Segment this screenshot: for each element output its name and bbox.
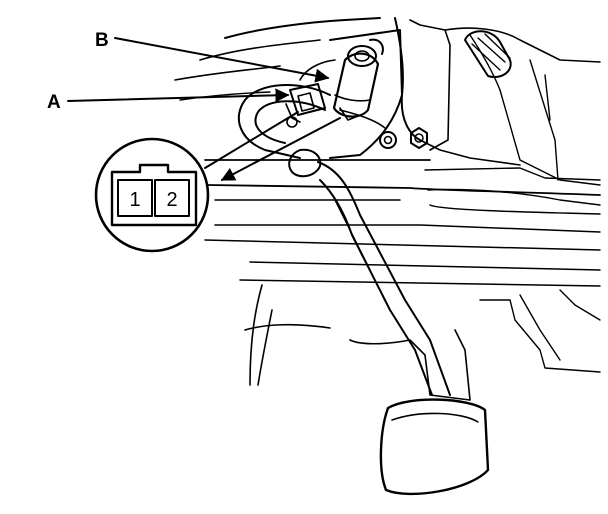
mounting-nuts: [410, 30, 512, 149]
arrow-to-inset-from-b: [220, 117, 341, 181]
lower-console: [244, 284, 601, 401]
leader-from-a: [204, 111, 299, 169]
brake-pedal: [288, 148, 490, 496]
pin-2-label: 2: [166, 189, 177, 211]
arrow-to-switch-a: [67, 88, 290, 103]
pedal-bracket: [329, 29, 403, 159]
arrow-to-switch-b: [114, 37, 330, 83]
switch-b: [332, 38, 384, 121]
harness-wire: [237, 59, 336, 159]
pin-1-label: 1: [129, 189, 140, 211]
pointer-arrows: [67, 37, 341, 181]
connector-inset: 1 2: [94, 137, 210, 253]
switch-a: [285, 83, 326, 128]
label-a: A: [47, 92, 61, 113]
panel-lines: [204, 159, 601, 287]
label-b: B: [95, 30, 109, 51]
